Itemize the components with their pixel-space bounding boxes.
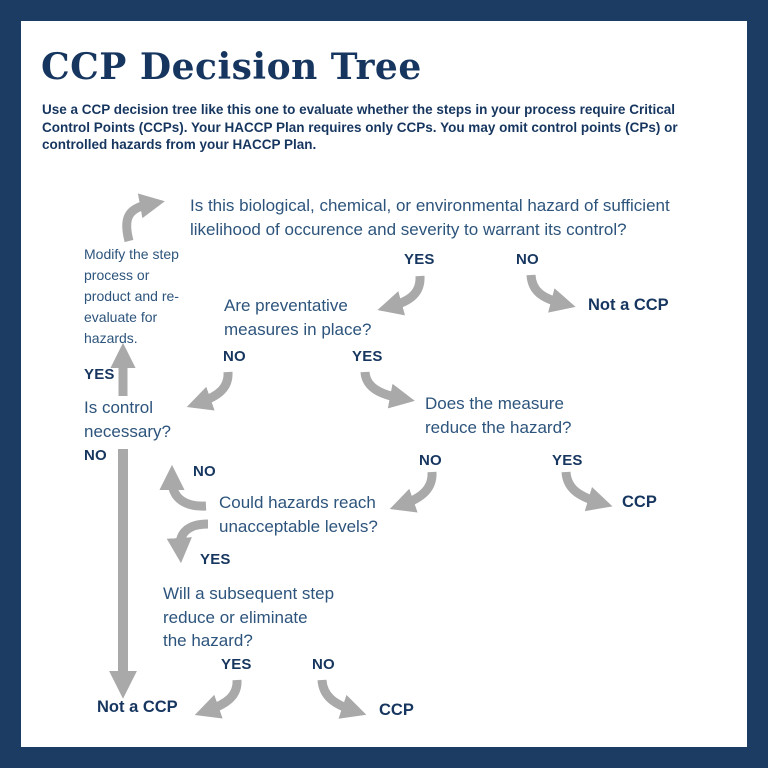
question-line: likelihood of occurence and severity to … [190,220,627,239]
label-q2-yes: YES [352,348,383,365]
question-measure-reduces-hazard: Does the measure reduce the hazard? [425,392,572,439]
intro-line: Control Points (CCPs). Your HACCP Plan r… [42,119,678,135]
label-hazards-yes: YES [200,551,231,568]
page-title: CCP Decision Tree [41,46,422,88]
question-line: Does the measure [425,394,564,413]
question-line: Are preventative [224,296,348,315]
question-line: measures in place? [224,319,372,339]
note-line: hazards. [84,330,138,346]
intro-line: Use a CCP decision tree like this one to… [42,102,675,117]
label-hazards-no: NO [193,463,216,480]
note-line: process or [84,267,150,283]
result-ccp-mid: CCP [622,493,657,511]
question-line: reduce or eliminate [163,607,308,627]
label-q1-yes: YES [404,251,435,268]
intro-text: Use a CCP decision tree like this one to… [42,101,732,154]
label-q1-no: NO [516,251,539,268]
question-subsequent-step: Will a subsequent step reduce or elimina… [163,582,334,653]
question-control-necessary: Is control necessary? [84,396,171,443]
question-line: Is this biological, chemical, or environ… [190,196,670,215]
label-subsequent-no: NO [312,656,335,673]
question-preventative-measures: Are preventative measures in place? [224,294,371,341]
note-line: Modify the step [84,246,179,262]
label-measure-yes: YES [552,452,583,469]
question-line: necessary? [84,421,171,441]
question-line: Will a subsequent step [163,584,335,603]
note-modify-step: Modify the step process or product and r… [84,244,179,349]
question-line: Is control [84,398,153,417]
label-q2-no: NO [223,348,246,365]
result-not-a-ccp-bottom: Not a CCP [97,698,178,716]
label-measure-no: NO [419,452,442,469]
result-ccp-bottom: CCP [379,701,414,719]
question-line: reduce the hazard? [425,417,572,437]
result-not-a-ccp-top: Not a CCP [588,296,669,314]
question-hazard-likelihood: Is this biological, chemical, or environ… [190,194,670,242]
label-control-no: NO [84,447,107,464]
question-unacceptable-levels: Could hazards reach unacceptable levels? [219,491,378,538]
question-line: unacceptable levels? [219,516,378,536]
label-subsequent-yes: YES [221,656,252,673]
label-control-yes: YES [84,366,115,383]
question-line: Could hazards reach [219,493,376,512]
question-line: the hazard? [163,631,253,650]
note-line: product and re- [84,288,179,304]
note-line: evaluate for [84,309,158,325]
intro-line: controlled hazards from your HACCP Plan. [42,137,317,153]
